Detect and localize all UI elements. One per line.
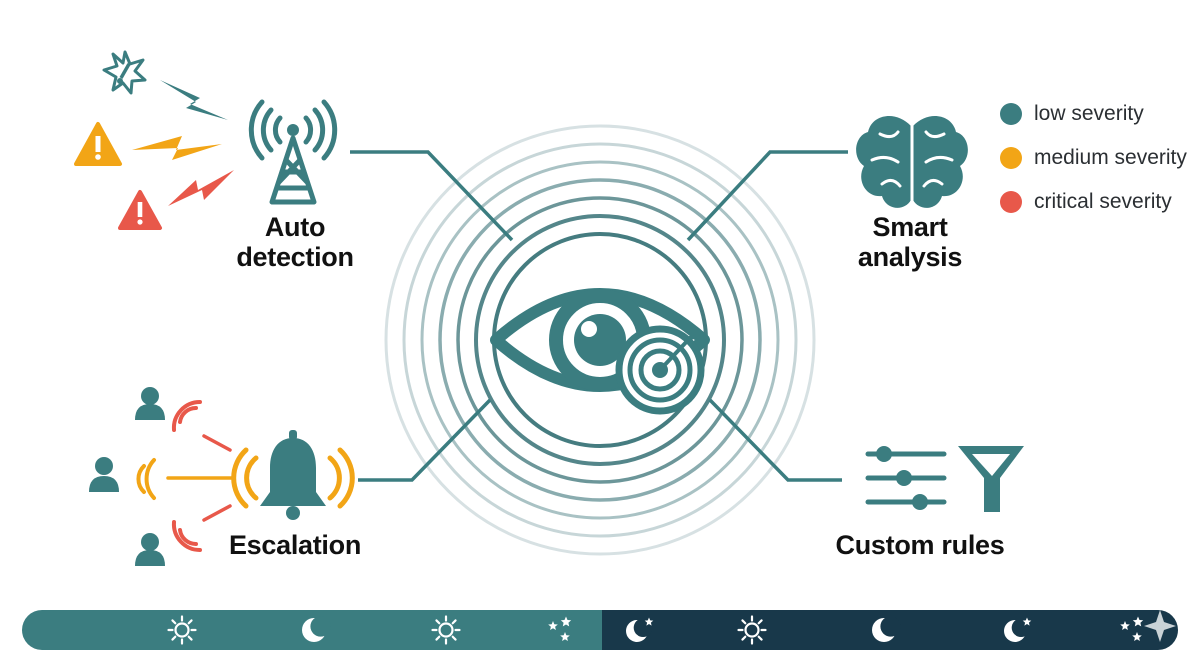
sparkle-watermark-icon xyxy=(1144,610,1176,642)
severity-legend: low severity medium severity critical se… xyxy=(1000,92,1198,224)
smart-analysis-line2: analysis xyxy=(857,242,963,272)
antenna-tower-icon xyxy=(248,99,338,205)
escalation-text: Escalation xyxy=(228,530,362,560)
filter-funnel-icon xyxy=(958,446,1024,512)
lightning-teal-icon xyxy=(160,80,228,120)
custom-rules-text: Custom rules xyxy=(835,530,1005,560)
auto-detection-line2: detection xyxy=(236,242,354,272)
warning-orange-icon xyxy=(74,122,122,166)
connector-smart-analysis xyxy=(686,150,848,242)
timeline-moon-star-icon-8 xyxy=(1004,617,1032,642)
escalation-links xyxy=(166,434,234,522)
legend-dot-critical xyxy=(1000,191,1022,213)
timeline-stars-icon-4 xyxy=(548,616,572,641)
lightning-red-icon xyxy=(168,170,234,206)
signal-waves-red-top xyxy=(171,399,202,432)
sliders-icon xyxy=(865,446,947,510)
legend-dot-medium xyxy=(1000,147,1022,169)
warning-red-icon xyxy=(118,190,162,230)
bell-waves-icon xyxy=(231,447,355,509)
target-icon xyxy=(615,325,705,415)
timeline-moon-icon-7 xyxy=(872,616,901,642)
connector-auto-detection xyxy=(350,150,514,242)
person-icon-top xyxy=(135,387,165,420)
lightning-orange-icon xyxy=(132,136,222,160)
connector-lines xyxy=(350,150,848,482)
legend-item-critical: critical severity xyxy=(1000,180,1198,224)
smart-analysis-line1: Smart xyxy=(872,212,948,242)
auto-detection-label: Auto detection xyxy=(210,212,380,272)
timeline-icons xyxy=(167,615,1144,645)
brain-icon xyxy=(856,115,968,208)
legend-label-low: low severity xyxy=(1034,102,1144,125)
timeline-sun-icon-3 xyxy=(431,615,461,645)
timeline-sun-icon-1 xyxy=(167,615,197,645)
connector-escalation xyxy=(358,398,492,482)
escalation-label: Escalation xyxy=(205,530,385,560)
legend-item-low: low severity xyxy=(1000,92,1198,136)
timeline-stars-icon-9 xyxy=(1120,616,1144,641)
custom-rules-label: Custom rules xyxy=(820,530,1020,560)
legend-label-critical: critical severity xyxy=(1034,190,1172,213)
signal-waves-orange-middle xyxy=(136,458,156,500)
connector-custom-rules xyxy=(708,398,842,482)
auto-detection-line1: Auto xyxy=(264,212,326,242)
legend-dot-low xyxy=(1000,103,1022,125)
person-icon-bottom xyxy=(135,533,165,566)
smart-analysis-label: Smart analysis xyxy=(825,212,995,272)
timeline-moon-icon-2 xyxy=(302,616,331,642)
legend-label-medium: medium severity xyxy=(1034,146,1187,169)
person-icon-middle xyxy=(89,457,119,492)
timeline-sun-icon-6 xyxy=(737,615,767,645)
legend-item-medium: medium severity xyxy=(1000,136,1198,180)
signal-waves-red-bottom xyxy=(171,520,202,553)
spark-burst-icon xyxy=(102,50,147,95)
bell-icon xyxy=(260,430,326,520)
timeline-moon-star-icon-5 xyxy=(626,617,654,642)
